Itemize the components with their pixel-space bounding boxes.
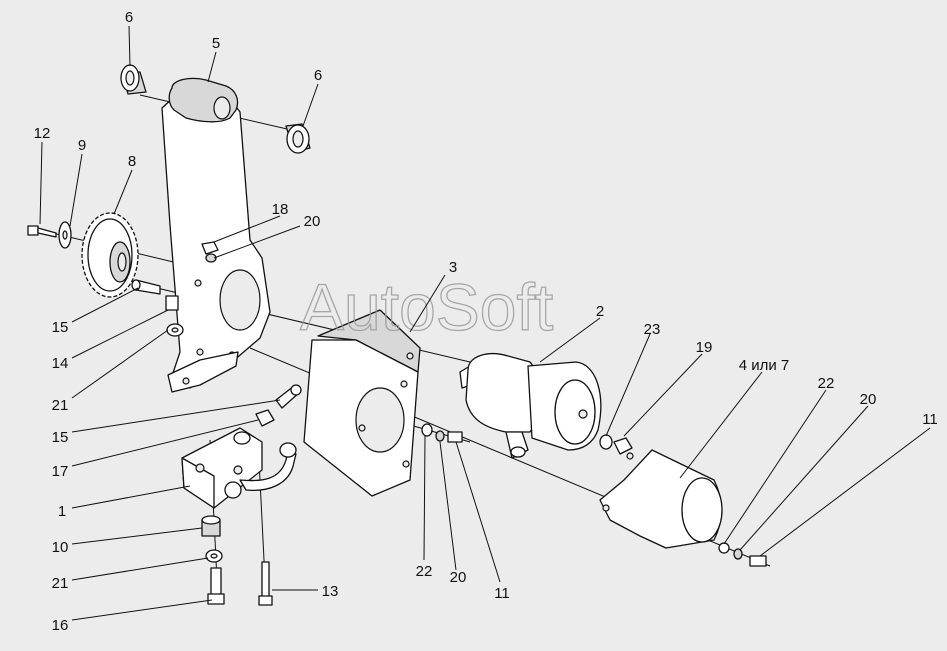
part-bolt-11-mid	[447, 431, 463, 443]
callout-18: 18	[272, 201, 289, 218]
part-bracket-arm	[161, 77, 271, 393]
part-bolt-16	[207, 567, 225, 605]
callout-1: 1	[58, 503, 66, 520]
part-nut-18	[201, 241, 219, 255]
callout-10: 10	[52, 539, 69, 556]
leader-lines	[39, 25, 931, 621]
part-gear-8	[81, 212, 139, 298]
part-pin-15-lower	[275, 384, 302, 409]
watermark-text: AutoSoft	[300, 270, 553, 344]
callout-12: 12	[34, 125, 51, 142]
part-washer-9	[58, 221, 72, 249]
callout-22-mid: 22	[416, 563, 433, 580]
part-washer-20-top	[205, 253, 217, 263]
part-washer-23	[599, 434, 613, 450]
callout-8: 8	[128, 153, 136, 170]
part-valve-block	[181, 427, 297, 509]
callout-6-top: 6	[125, 9, 133, 26]
part-washer-21-top	[166, 323, 184, 337]
callout-17: 17	[52, 463, 69, 480]
part-bolt-13	[258, 561, 273, 606]
callout-15-top: 15	[52, 319, 69, 336]
callout-16: 16	[52, 617, 69, 634]
part-bolt-11-right	[749, 555, 767, 567]
callout-21-top: 21	[52, 397, 69, 414]
part-washer-22-right	[718, 542, 730, 554]
part-washer-20-mid	[435, 430, 445, 442]
part-nut-19	[613, 437, 633, 455]
part-pin-15-top	[131, 279, 161, 295]
callout-13: 13	[322, 583, 339, 600]
callout-6-right: 6	[314, 67, 322, 84]
callout-22-right: 22	[818, 375, 835, 392]
part-washer-21-lower	[205, 549, 223, 563]
callout-labels: 6 5 6 12 9 8 18 20 3 2 23 19 4 или 7 22 …	[34, 9, 938, 634]
part-bushing-left	[120, 64, 147, 95]
callout-20-right: 20	[860, 391, 877, 408]
callout-9: 9	[78, 137, 86, 154]
part-bushing-10	[201, 515, 221, 537]
callout-21-lower: 21	[52, 575, 69, 592]
part-bushing-right	[285, 123, 311, 154]
callout-11-mid: 11	[494, 585, 510, 602]
callout-11-right: 11	[922, 411, 938, 428]
callout-19: 19	[696, 339, 713, 356]
part-bolt-14	[165, 295, 179, 311]
part-washer-20-right	[733, 548, 743, 560]
callout-3: 3	[449, 259, 457, 276]
callout-2: 2	[596, 303, 604, 320]
callout-20-mid: 20	[450, 569, 467, 586]
part-guard-plate	[303, 309, 421, 497]
callout-15-lower: 15	[52, 429, 69, 446]
callout-20-top: 20	[304, 213, 321, 230]
part-washer-22-mid	[421, 423, 433, 437]
callout-23: 23	[644, 321, 661, 338]
part-nut-17	[255, 409, 275, 427]
part-cover-cone	[599, 449, 723, 549]
part-bolt-12	[27, 225, 57, 238]
callout-4-or-7: 4 или 7	[739, 357, 790, 374]
part-hydraulic-pump	[459, 353, 602, 459]
callout-14: 14	[52, 355, 69, 372]
callout-5: 5	[212, 35, 220, 52]
